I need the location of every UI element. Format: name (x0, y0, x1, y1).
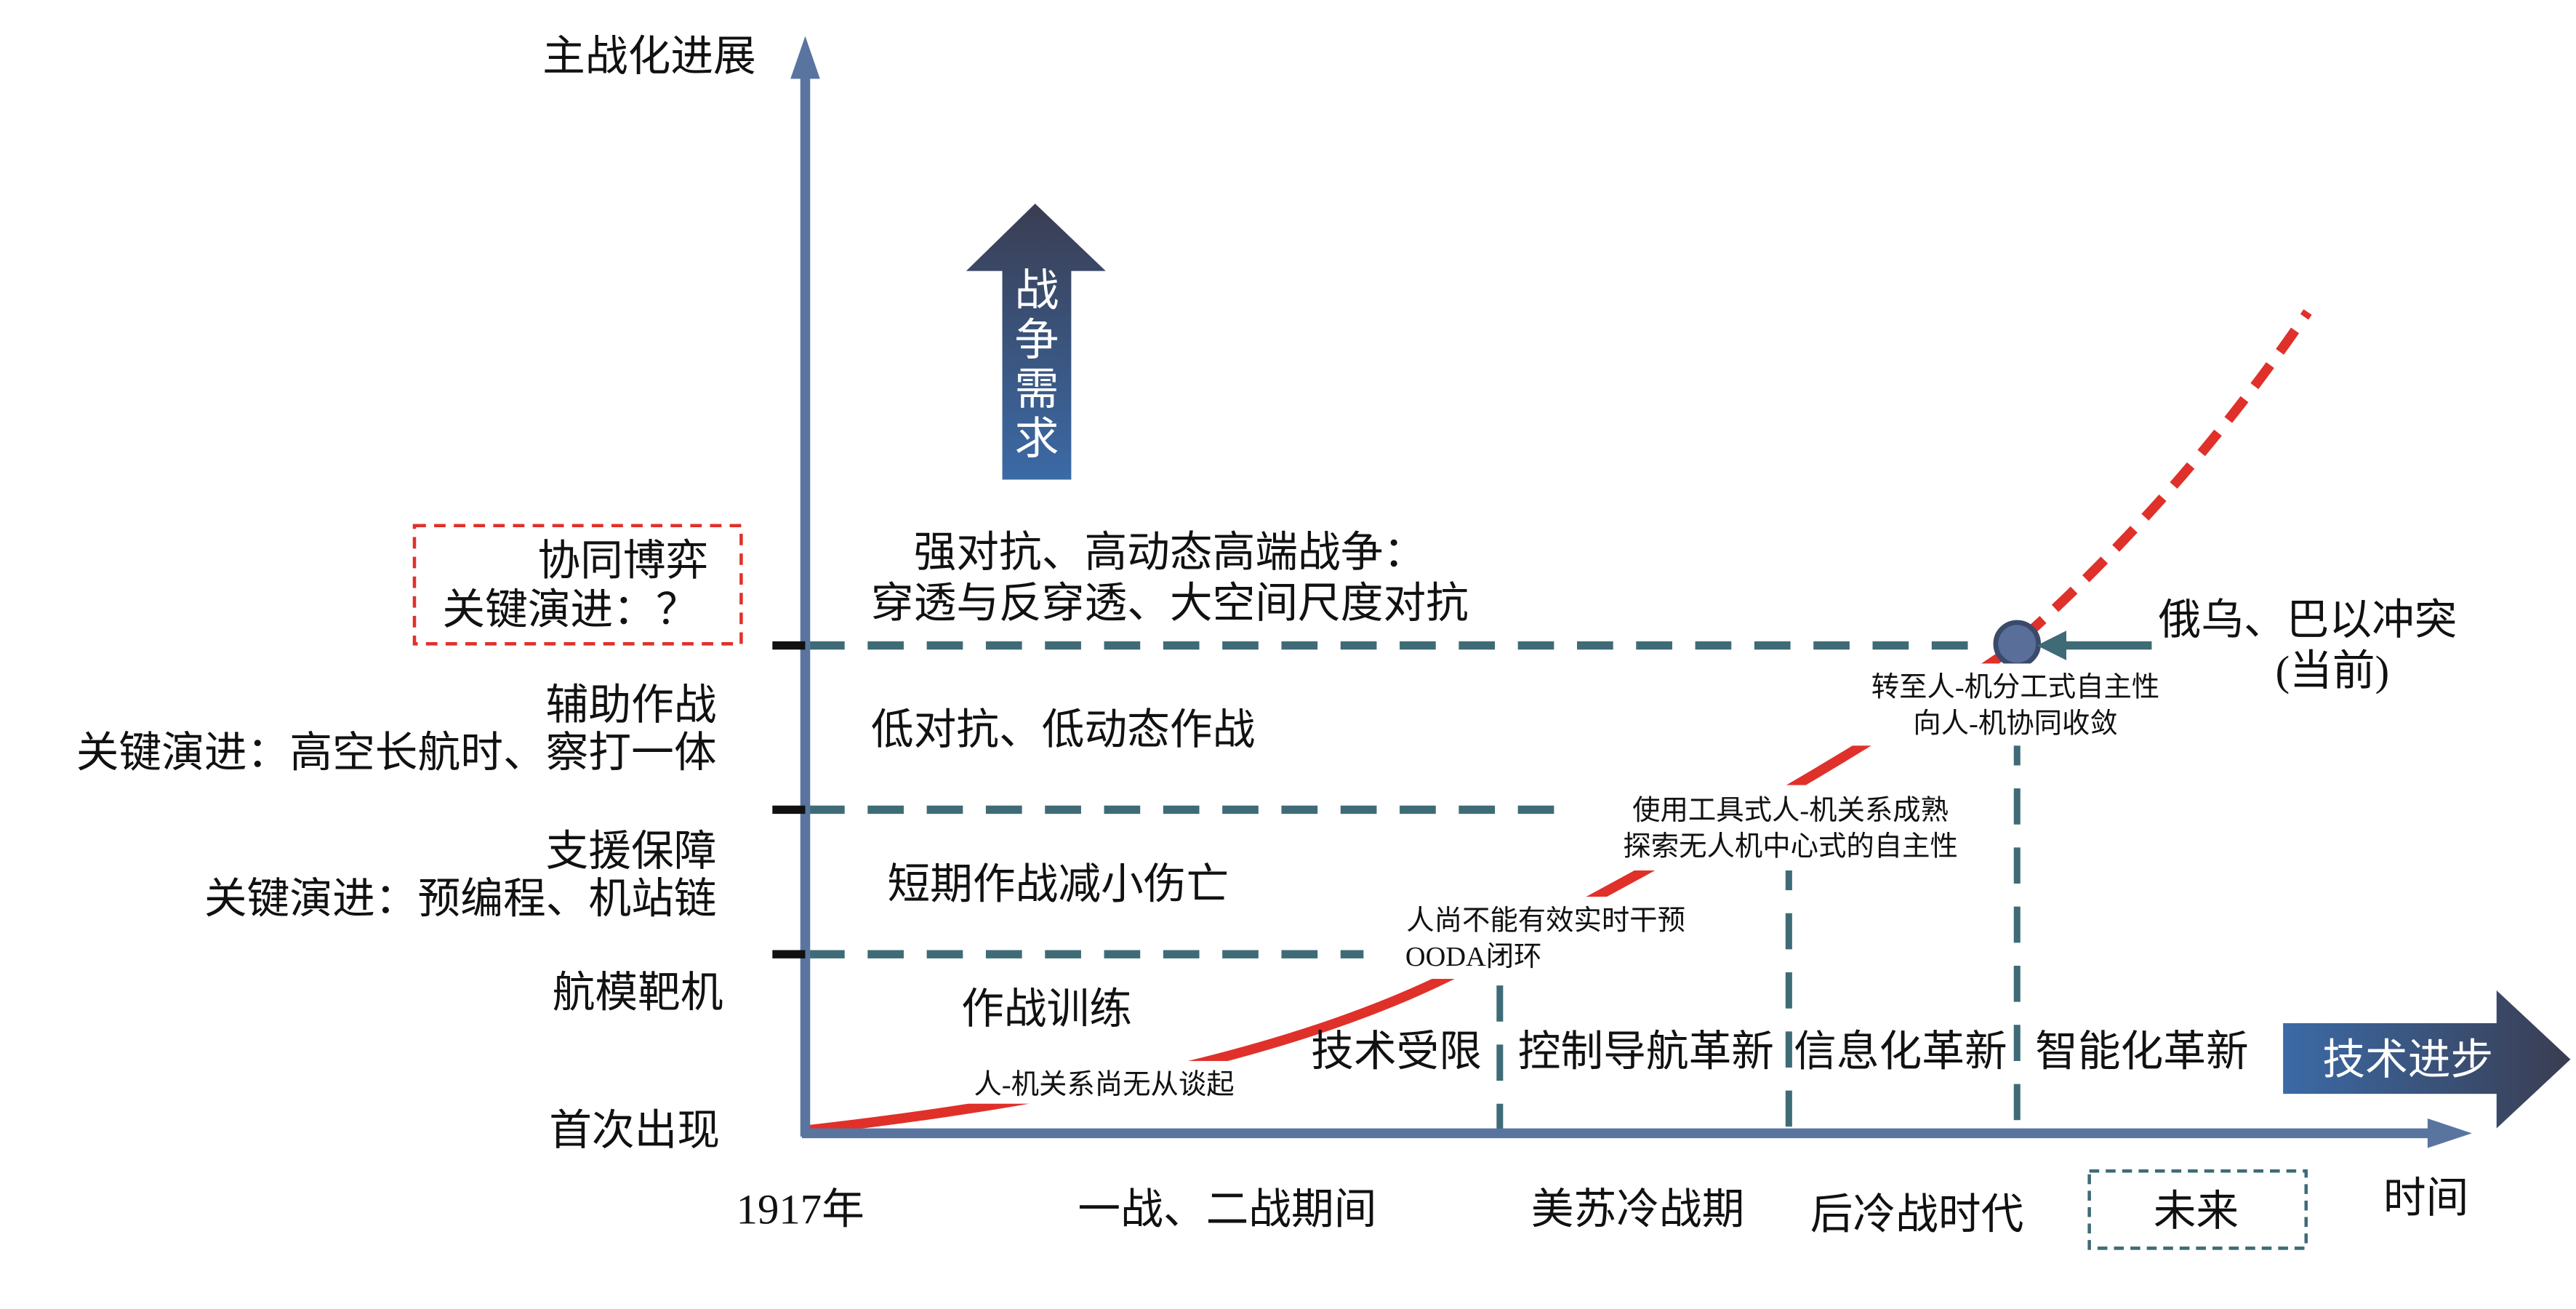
guide-lines (808, 641, 2021, 1134)
future-period-box (2087, 1169, 2308, 1250)
svg-text:技术进步: 技术进步 (2322, 1036, 2493, 1084)
svg-text:求: 求 (1014, 415, 1059, 463)
svg-text:向人-机协同收敛: 向人-机协同收敛 (1913, 708, 2117, 739)
svg-text:OODA闭环: OODA闭环 (1405, 942, 1542, 972)
y-level-labels: 首次出现 航模靶机 支援保障 关键演进：预编程、机站链 辅助作战 关键演进：高空… (76, 524, 743, 1154)
svg-text:控制导航革新: 控制导航革新 (1518, 1028, 1774, 1076)
svg-text:后冷战时代: 后冷战时代 (1810, 1190, 2024, 1238)
relationship-notes: 人-机关系尚无从谈起 人尚不能有效实时干预 OODA闭环 使用工具式人-机关系成… (952, 663, 2188, 1104)
svg-text:智能化革新: 智能化革新 (2035, 1028, 2249, 1076)
svg-text:作战训练: 作战训练 (961, 985, 1132, 1033)
tech-progress-arrow: 技术进步 (2283, 990, 2571, 1129)
current-arrow-icon (2037, 631, 2152, 660)
svg-text:支援保障: 支援保障 (546, 828, 717, 875)
x-axis (801, 1118, 2472, 1148)
svg-text:航模靶机: 航模靶机 (553, 969, 723, 1016)
svg-text:强对抗、高动态高端战争：: 强对抗、高动态高端战争： (914, 529, 1427, 576)
svg-text:短期作战减小伤亡: 短期作战减小伤亡 (887, 860, 1229, 908)
x-axis-title: 时间 (2383, 1174, 2468, 1222)
current-marker (1993, 620, 2042, 668)
svg-text:关键演进：？: 关键演进：？ (442, 586, 698, 633)
tech-stage-labels: 技术受限 控制导航革新 信息化革新 智能化革新 (1311, 1028, 2249, 1076)
period-labels: 1917年 一战、二战期间 美苏冷战期 后冷战时代 未来 (737, 1169, 2308, 1250)
svg-text:穿透与反穿透、大空间尺度对抗: 穿透与反穿透、大空间尺度对抗 (871, 580, 1469, 627)
svg-text:辅助作战: 辅助作战 (546, 681, 717, 729)
svg-text:信息化革新: 信息化革新 (1794, 1028, 2007, 1076)
current-sublabel: (当前) (2276, 647, 2390, 694)
svg-text:使用工具式人-机关系成熟: 使用工具式人-机关系成熟 (1632, 795, 1949, 826)
svg-text:技术受限: 技术受限 (1311, 1028, 1482, 1076)
svg-text:协同博弈: 协同博弈 (537, 537, 708, 584)
svg-text:探索无人机中心式的自主性: 探索无人机中心式的自主性 (1623, 831, 1957, 862)
y-ticks (772, 641, 806, 958)
future-level-box (412, 524, 743, 646)
y-axis-title: 主战化进展 (542, 33, 756, 80)
war-demand-arrow: 战 争 需 求 (966, 204, 1106, 480)
svg-text:首次出现: 首次出现 (549, 1107, 720, 1154)
svg-text:转至人-机分工式自主性: 转至人-机分工式自主性 (1871, 673, 2160, 703)
svg-text:低对抗、低动态作战: 低对抗、低动态作战 (871, 706, 1255, 753)
svg-text:未来: 未来 (2154, 1188, 2239, 1235)
war-type-labels: 作战训练 短期作战减小伤亡 低对抗、低动态作战 强对抗、高动态高端战争： 穿透与… (871, 529, 1469, 1033)
svg-text:美苏冷战期: 美苏冷战期 (1531, 1186, 1745, 1233)
svg-text:争: 争 (1014, 316, 1059, 365)
svg-text:需: 需 (1014, 366, 1059, 415)
current-label: 俄乌、巴以冲突 (2158, 596, 2457, 644)
future-curve (2020, 309, 2312, 641)
svg-text:一战、二战期间: 一战、二战期间 (1078, 1186, 1376, 1233)
svg-text:1917年: 1917年 (737, 1186, 864, 1233)
y-axis (790, 36, 820, 1137)
svg-text:战: 战 (1014, 267, 1059, 316)
svg-text:人-机关系尚无从谈起: 人-机关系尚无从谈起 (974, 1070, 1234, 1100)
svg-text:人尚不能有效实时干预: 人尚不能有效实时干预 (1406, 905, 1685, 936)
svg-text:关键演进：高空长航时、察打一体: 关键演进：高空长航时、察打一体 (76, 729, 717, 777)
svg-text:关键演进：预编程、机站链: 关键演进：预编程、机站链 (204, 876, 717, 923)
